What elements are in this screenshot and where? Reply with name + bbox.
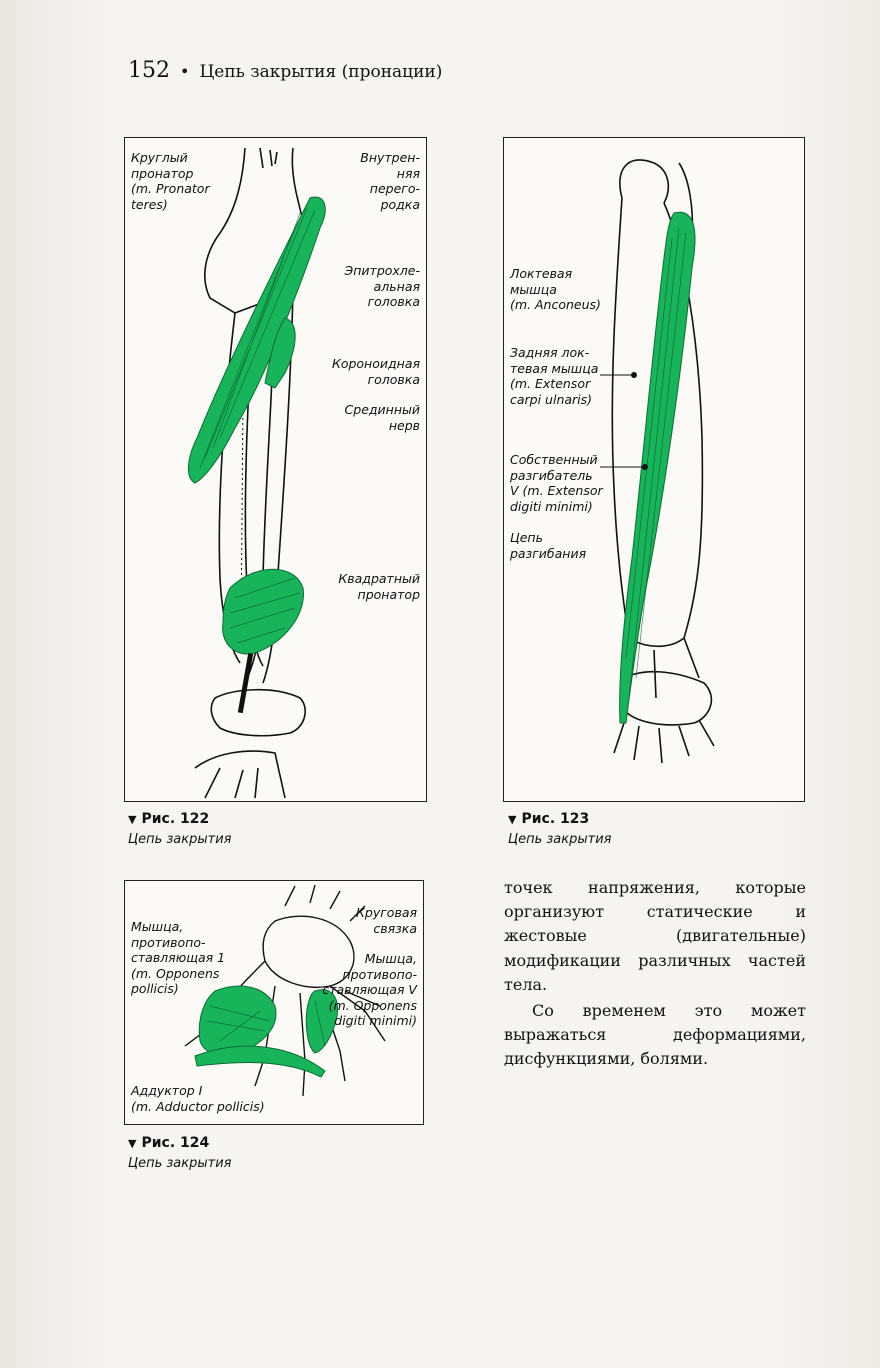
caption-122: Рис. 122 Цепь закрытия [128, 811, 231, 847]
label-humeral-head: Эпитрохле- альная головка [344, 263, 420, 309]
label-circular-ligament: Круговая связка [356, 905, 417, 936]
label-extensor-digiti-minimi: Собственный разгибатель V (m. Extensor d… [510, 452, 603, 514]
caption-text-124: Цепь закрытия [128, 1156, 232, 1171]
caption-124: Рис. 124 Цепь закрытия [128, 1135, 231, 1171]
label-septum: Внутрен- няя перего- родка [360, 150, 420, 212]
hand-palmar-illustration [184, 884, 386, 1097]
chapter-title: Цепь закрытия (пронации) [199, 62, 443, 82]
running-header: 152 • Цепь закрытия (пронации) [128, 58, 442, 90]
label-adductor-pollicis: Аддуктор I (m. Adductor pollicis) [131, 1083, 265, 1114]
figure-122: Круглый пронатор (m. Pronator teres) Вну… [124, 137, 427, 802]
page-number: 152 [128, 58, 170, 83]
label-pronator-quadratus: Квадратный пронатор [338, 571, 420, 602]
forearm-posterior-illustration [600, 159, 715, 764]
header-separator: • [180, 62, 190, 81]
caption-text-123: Цепь закрытия [508, 832, 612, 847]
forearm-anterior-illustration [188, 147, 326, 799]
caption-123: Рис. 123 Цепь закрытия [508, 811, 611, 847]
caption-number-123: Рис. 123 [508, 811, 611, 827]
label-coronoid-head: Короноидная головка [331, 356, 420, 387]
caption-text-122: Цепь закрытия [128, 832, 232, 847]
label-extension-chain: Цепь разгибания [510, 530, 587, 561]
body-paragraph-2: Со временем это может выражаться деформа… [504, 1001, 806, 1069]
figure-124: Мышца, противопо- ставляющая 1 (m. Oppon… [124, 880, 424, 1125]
label-anconeus: Локтевая мышца (m. Anconeus) [510, 266, 601, 312]
label-opponens-pollicis: Мышца, противопо- ставляющая 1 (m. Oppon… [131, 919, 226, 996]
label-pronator-teres: Круглый пронатор (m. Pronator teres) [131, 150, 210, 212]
caption-number-124: Рис. 124 [128, 1135, 231, 1151]
label-opponens-digiti-minimi: Мышца, противопо- ставляющая V (m. Oppon… [322, 951, 417, 1028]
label-extensor-carpi-ulnaris: Задняя лок- тевая мышца (m. Extensor car… [510, 345, 599, 407]
body-paragraph-1: точек напряжения, которые организуют ста… [504, 878, 806, 994]
caption-number-122: Рис. 122 [128, 811, 231, 827]
figure-123: Локтевая мышца (m. Anconeus) Задняя лок-… [503, 137, 805, 802]
label-median-nerve: Срединный нерв [344, 402, 420, 433]
body-text: точек напряжения, которые организуют ста… [504, 876, 806, 1072]
